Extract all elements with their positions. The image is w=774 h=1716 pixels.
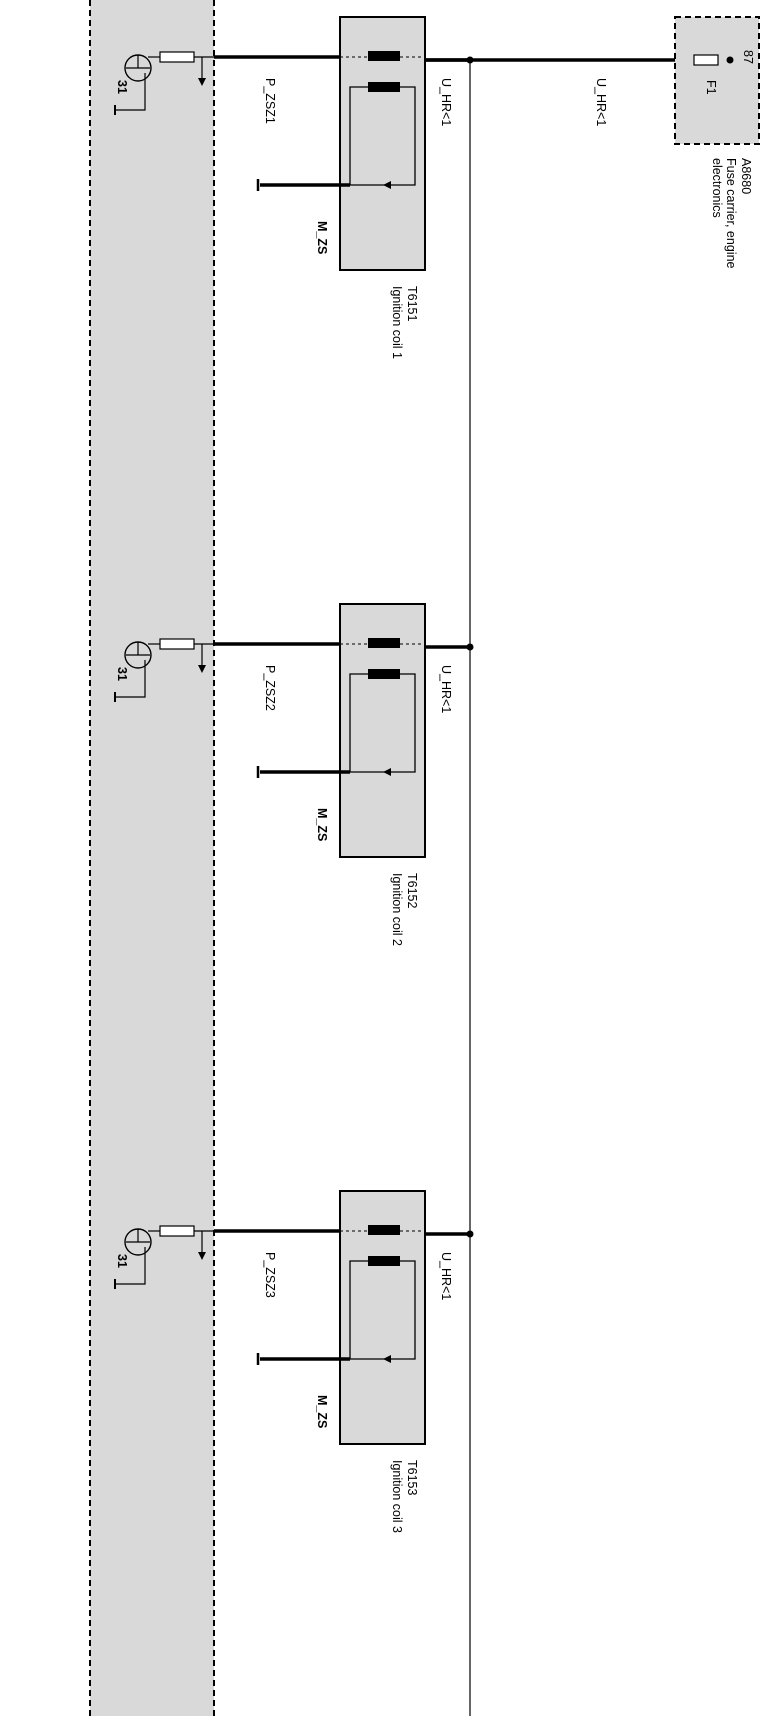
- supply-label: U_HR<1: [439, 665, 453, 713]
- supply-label: U_HR<1: [439, 78, 453, 126]
- resistor-symbol: [159, 51, 195, 63]
- fuse-symbol: [693, 54, 719, 66]
- ignition-coil-1: U_HR<1 P_ZSZ1 M_ZS T6151 Ignition coil 1…: [114, 16, 474, 359]
- junction-dot: [466, 643, 474, 651]
- main-wire-label: U_HR<1: [594, 78, 608, 126]
- secondary-winding: [368, 669, 400, 679]
- ignition-coil-3: U_HR<1 P_ZSZ3 M_ZS T6153 Ignition coil 3…: [114, 1190, 474, 1533]
- secondary-circuit: [349, 1260, 416, 1360]
- secondary-winding: [368, 1256, 400, 1266]
- coil-name: Ignition coil 1: [390, 286, 404, 359]
- transistor-ground-lead: [115, 660, 146, 698]
- coil-name: Ignition coil 2: [390, 873, 404, 946]
- resistor-symbol: [159, 1225, 195, 1237]
- coil-id: T6152: [405, 873, 419, 908]
- diag-arrow-icon: [198, 78, 206, 86]
- transistor-ground-lead: [115, 73, 146, 111]
- fuse-carrier-body: [674, 16, 760, 145]
- resistor-symbol: [159, 638, 195, 650]
- control-unit: [89, 0, 215, 1716]
- primary-winding: [368, 51, 400, 61]
- signal-label: P_ZSZ2: [263, 665, 277, 711]
- secondary-arrow-icon: [383, 1355, 391, 1363]
- primary-winding: [368, 1225, 400, 1235]
- ground-pin-label: 31: [115, 1254, 129, 1268]
- ground-pin-label: 31: [115, 667, 129, 681]
- diag-arrow-icon: [198, 665, 206, 673]
- transistor-ground-lead: [115, 1247, 146, 1285]
- ground-wire-label: M_ZS: [315, 1395, 329, 1428]
- signal-label: P_ZSZ1: [263, 78, 277, 124]
- fuse-carrier-id: A8680: [739, 158, 753, 194]
- coil-id: T6151: [405, 286, 419, 321]
- coil-name: Ignition coil 3: [390, 1460, 404, 1533]
- secondary-circuit: [349, 86, 416, 186]
- fuse-label: F1: [704, 80, 718, 95]
- ground-wire-label: M_ZS: [315, 221, 329, 254]
- supply-label: U_HR<1: [439, 1252, 453, 1300]
- signal-label: P_ZSZ3: [263, 1252, 277, 1298]
- junction-dot: [466, 1230, 474, 1238]
- secondary-arrow-icon: [383, 181, 391, 189]
- ground-wire-label: M_ZS: [315, 808, 329, 841]
- ground-pin-label: 31: [115, 80, 129, 94]
- primary-winding: [368, 638, 400, 648]
- fuse-carrier: 87 F1 A8680 Fuse carrier, engine electro…: [674, 16, 760, 269]
- junction-dot: [466, 56, 474, 64]
- control-unit-body: [90, 0, 214, 1716]
- fuse-pin-label: 87: [741, 50, 755, 64]
- ignition-coil-2: U_HR<1 P_ZSZ2 M_ZS T6152 Ignition coil 2…: [114, 603, 474, 946]
- fuse-carrier-name-line1: Fuse carrier, engine: [724, 158, 738, 269]
- secondary-circuit: [349, 673, 416, 773]
- coil-id: T6153: [405, 1460, 419, 1495]
- secondary-arrow-icon: [383, 768, 391, 776]
- fuse-pin-dot: [726, 56, 734, 64]
- diag-arrow-icon: [198, 1252, 206, 1260]
- secondary-winding: [368, 82, 400, 92]
- fuse-carrier-name-line2: electronics: [710, 158, 724, 218]
